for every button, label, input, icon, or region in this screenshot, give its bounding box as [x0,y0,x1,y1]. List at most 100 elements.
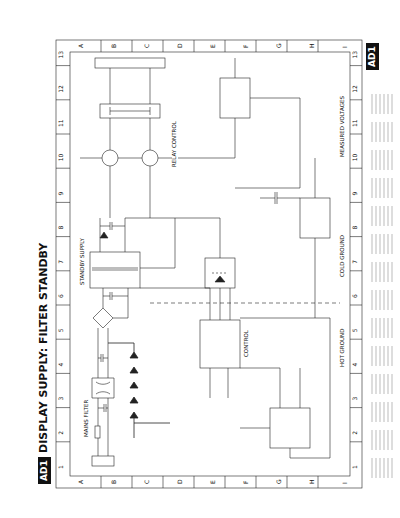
isolation [212,273,228,274]
line-stroke [384,374,385,394]
wire [110,68,150,104]
grid-letter: E [210,479,216,485]
line-stroke [163,40,164,52]
line-stroke [376,178,377,198]
grid-letter: B [111,43,117,49]
grid-number: 6 [352,293,358,299]
line-stroke [380,234,381,254]
line-stroke [380,122,381,142]
isolation-line [150,303,340,304]
choke-winding [96,382,110,394]
line-stroke [56,373,70,374]
frame [56,40,362,488]
inner-frame [70,52,350,476]
line-stroke [392,122,393,142]
line-stroke [376,150,377,170]
grid-number: 3 [58,396,64,402]
section-label: HOT GROUND [340,328,346,368]
section-label: COLD GROUND [340,234,346,278]
line-stroke [372,262,373,282]
line-stroke [350,270,362,271]
line-stroke [56,270,70,271]
line-stroke [376,206,377,226]
line-stroke [376,458,377,478]
line-stroke [384,290,385,310]
line-stroke [392,430,393,450]
line-stroke [372,458,373,478]
line-stroke [350,236,362,237]
line-stroke [287,40,288,52]
path-stroke [108,343,170,438]
line-stroke [350,168,362,169]
line-stroke [350,202,362,203]
relay-coil [110,107,150,115]
line-stroke [388,150,389,170]
control-ic [200,320,240,368]
wire [100,218,125,252]
grid-number: 10 [58,153,64,163]
line-stroke [380,402,381,422]
line-stroke [56,65,70,66]
bridge-rectifier [93,308,113,328]
line-stroke [287,476,288,488]
section-label: RELAY CONTROL [172,120,178,168]
line-stroke [380,290,381,310]
line-stroke [384,458,385,478]
grid-number: 9 [352,191,358,197]
section-label: MAINS FILTER [84,399,90,438]
line-stroke [384,402,385,422]
line-stroke [388,206,389,226]
line-stroke [388,178,389,198]
line-stroke [101,40,102,52]
choke [92,378,114,398]
line-stroke [388,346,389,366]
line-stroke [388,262,389,282]
line-stroke [372,178,373,198]
line-stroke [372,346,373,366]
sheet-tag: AD1 [38,457,51,484]
line-stroke [372,290,373,310]
line-stroke [350,441,362,442]
line-stroke [350,407,362,408]
line-stroke [256,476,257,488]
line-stroke [380,206,381,226]
grid-number: 2 [58,430,64,436]
line-stroke [388,234,389,254]
grid-number: 7 [352,259,358,265]
line-stroke [376,94,377,114]
line-stroke [350,99,362,100]
grid-number: 12 [58,84,64,94]
grid-number: 10 [352,153,358,163]
line-stroke [384,430,385,450]
line-stroke [376,122,377,142]
line-stroke [376,374,377,394]
grid-number: 8 [58,225,64,231]
transformer-core [92,268,138,270]
grid-letter: C [144,479,150,485]
grid-letter: A [78,43,84,49]
line-stroke [384,150,385,170]
grid-letter: D [177,42,183,49]
line-stroke [388,374,389,394]
line-stroke [56,168,70,169]
line-stroke [388,94,389,114]
transformer [90,252,140,288]
wire [103,288,128,318]
opto-coupler [205,258,235,288]
line-stroke [392,290,393,310]
wire [210,288,230,398]
capacitor [260,192,300,204]
line-stroke [384,94,385,114]
line-stroke [350,305,362,306]
grid-number: 2 [352,430,358,436]
wire [80,118,190,218]
line-stroke [225,476,226,488]
line-stroke [225,40,226,52]
grid-number: 5 [58,327,64,333]
line-stroke [372,94,373,114]
grid-letter: D [177,478,183,485]
line-stroke [350,65,362,66]
line-stroke [56,134,70,135]
grid-letter: I [342,45,348,49]
line-stroke [376,318,377,338]
